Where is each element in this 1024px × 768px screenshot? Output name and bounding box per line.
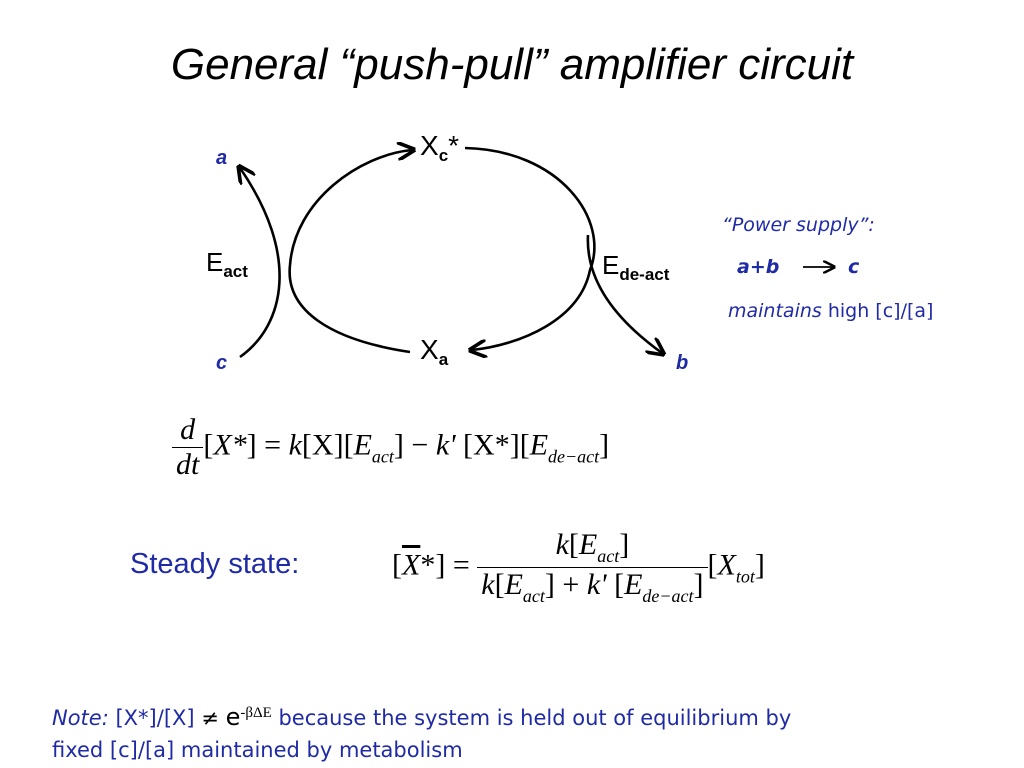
deactivation-arc	[464, 146, 596, 350]
power-supply-reactants: a+b	[737, 256, 780, 278]
e-deact-label: Ede-act	[602, 250, 670, 284]
steady-state-fraction: k[Eact] k[Eact] + k' [Ede−act]	[477, 528, 708, 607]
c-to-a-arrow	[240, 168, 281, 359]
xa-node: Xa	[420, 334, 449, 369]
power-supply-heading: “Power supply”:	[722, 214, 875, 236]
footnote: Note: [X*]/[X] ≠ e-βΔE because the syste…	[52, 703, 792, 762]
page-title: General “push-pull” amplifier circuit	[170, 40, 854, 89]
activation-arc	[288, 150, 412, 354]
e-act-label: Eact	[206, 247, 248, 281]
power-supply-maintains: maintains high [c]/[a]	[728, 300, 934, 322]
species-b-label: b	[676, 352, 689, 374]
species-a-label: a	[216, 147, 228, 169]
steady-state-label: Steady state:	[130, 548, 300, 580]
species-c-label: c	[216, 352, 228, 374]
xc-star-node: Xc*	[420, 130, 460, 165]
to-b-arrow	[586, 234, 662, 353]
power-supply-product: c	[848, 256, 860, 278]
steady-state-equation: [X*] = k[Eact] k[Eact] + k' [Ede−act] [X…	[392, 528, 765, 607]
